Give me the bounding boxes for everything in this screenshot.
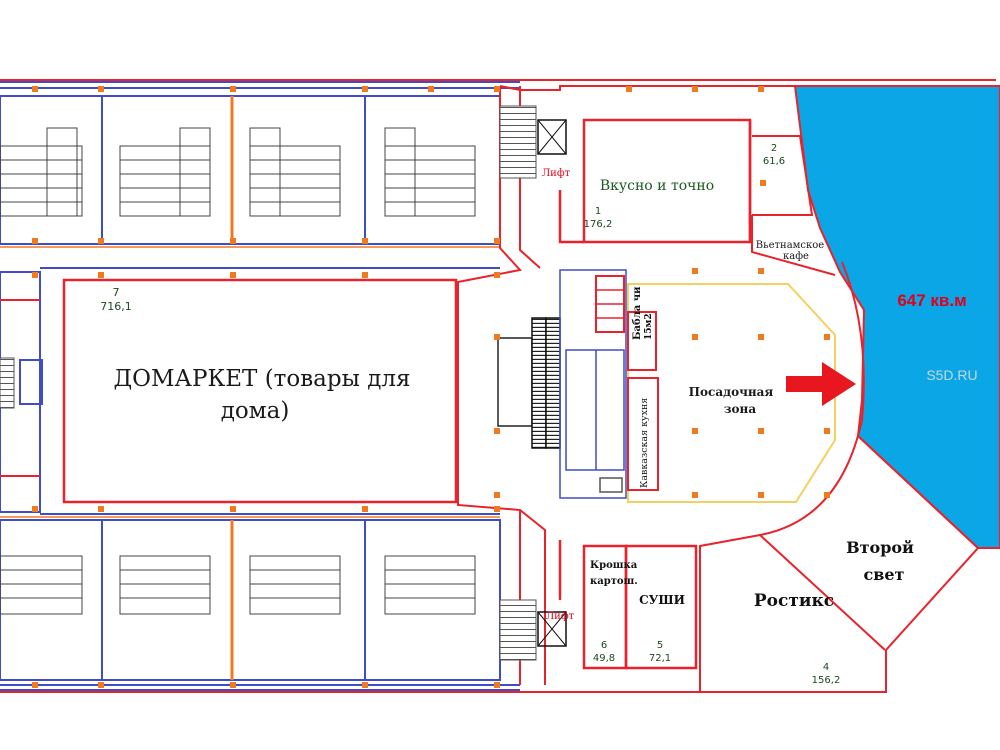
rostiks-number: 4 <box>823 662 829 673</box>
babla-name-line1: Бабла чи <box>632 286 643 340</box>
kroshka-number: 6 <box>601 640 607 651</box>
sushi-number: 5 <box>657 640 663 651</box>
domarket-name-line1: ДОМАРКЕТ (товары для <box>113 366 410 392</box>
kroshka-name-line1: Крошка <box>590 560 638 571</box>
domarket-number: 7 <box>113 286 120 299</box>
top-shop-racks <box>0 127 476 217</box>
top-shops <box>0 95 501 248</box>
bottom-shop-racks <box>0 555 476 615</box>
highlight-label: 647 кв.м <box>897 291 966 310</box>
escalator-block <box>497 317 561 449</box>
babla-label: Бабла чи 15м2 <box>632 286 654 340</box>
domarket-name-line2: дома) <box>221 398 290 424</box>
second-light-line2: свет <box>864 565 905 584</box>
left-service <box>0 271 43 513</box>
seating-name-line2: зона <box>724 402 756 416</box>
column-markers <box>32 86 830 688</box>
second-light-line1: Второй <box>846 538 914 557</box>
babla-unit <box>627 311 657 371</box>
vkusno-area: 176,2 <box>584 219 613 230</box>
viet-name-line1: Вьетнамское <box>756 240 825 251</box>
sushi-area: 72,1 <box>649 653 671 664</box>
watermark-text: S5D.RU <box>926 367 977 383</box>
domarket-unit <box>62 278 458 504</box>
kavkaz-name: Кавказская кухня <box>639 398 650 488</box>
domarket-corridor-walls <box>40 267 500 515</box>
bottom-stair-core <box>499 599 567 661</box>
highlight-area <box>793 85 1000 549</box>
unit2-area: 61,6 <box>763 156 785 167</box>
rostiks-name: Ростикс <box>754 591 834 611</box>
lift-bottom-label: Лифт <box>546 611 575 622</box>
lift-top-label: Лифт <box>542 168 571 179</box>
kroshka-area: 49,8 <box>593 653 615 664</box>
kroshka-name-line2: картош. <box>590 576 638 587</box>
viet-name-line2: кафе <box>783 251 809 262</box>
bottom-food-units <box>558 540 698 670</box>
kavkaz-label: Кавказская кухня <box>639 398 650 488</box>
kavkaz-unit <box>627 377 659 491</box>
second-light-walls <box>759 435 980 651</box>
unit2-number: 2 <box>771 143 777 154</box>
outer-walls-red <box>0 79 996 693</box>
babla-name-line2: 15м2 <box>644 313 654 340</box>
sushi-name: СУШИ <box>639 593 685 607</box>
seating-curve <box>699 261 865 692</box>
service-core <box>559 269 627 499</box>
vkusno-unit <box>558 118 752 244</box>
vkusno-name: Вкусно и точно <box>600 178 714 194</box>
unit2-viet <box>751 135 836 276</box>
rostiks-area: 156,2 <box>812 675 841 686</box>
top-stair-core <box>499 105 567 179</box>
seating-zone <box>627 283 836 503</box>
seating-name-line1: Посадочная <box>689 385 774 399</box>
domarket-area: 716,1 <box>100 300 132 313</box>
vkusno-number: 1 <box>595 206 601 217</box>
pointer-arrow <box>786 362 856 406</box>
